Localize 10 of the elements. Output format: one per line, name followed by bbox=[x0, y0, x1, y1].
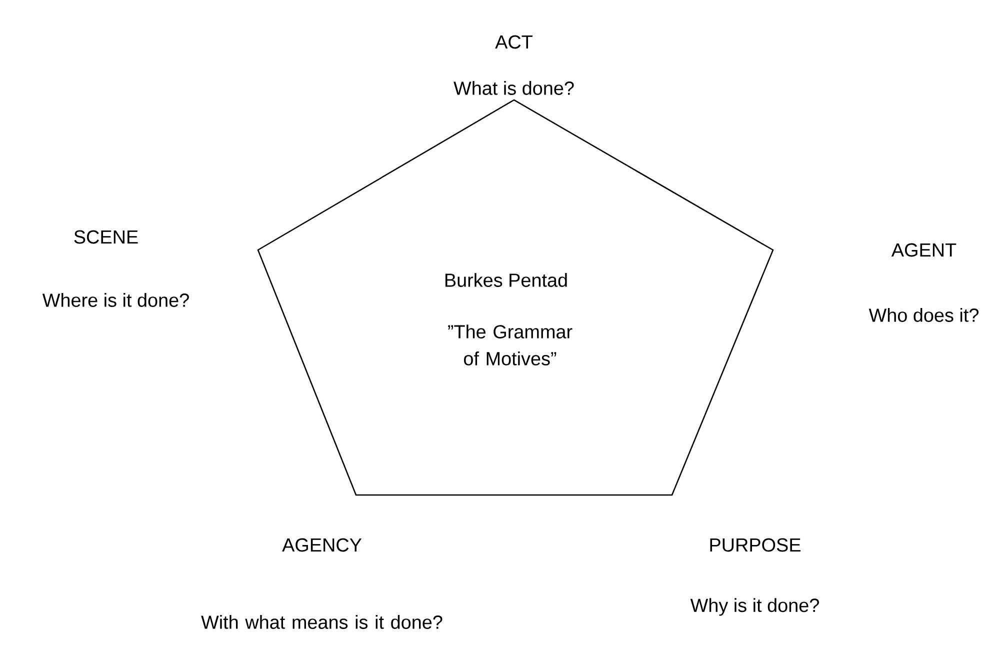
label-text: With what means is it done? bbox=[201, 615, 442, 629]
label-text: Why is it done? bbox=[690, 598, 819, 616]
label-text: SCENE bbox=[74, 230, 138, 244]
pentagon: Burkes Pentad ”The Grammar of Motives” bbox=[257, 99, 774, 496]
label-text: PURPOSE bbox=[710, 538, 800, 552]
label-text: Who does it? bbox=[868, 308, 979, 322]
label-text: Where is it done? bbox=[42, 293, 189, 307]
label-text: AGENT bbox=[891, 243, 956, 257]
label-text: ACT bbox=[495, 35, 532, 49]
label-text: AGENCY bbox=[282, 538, 362, 552]
